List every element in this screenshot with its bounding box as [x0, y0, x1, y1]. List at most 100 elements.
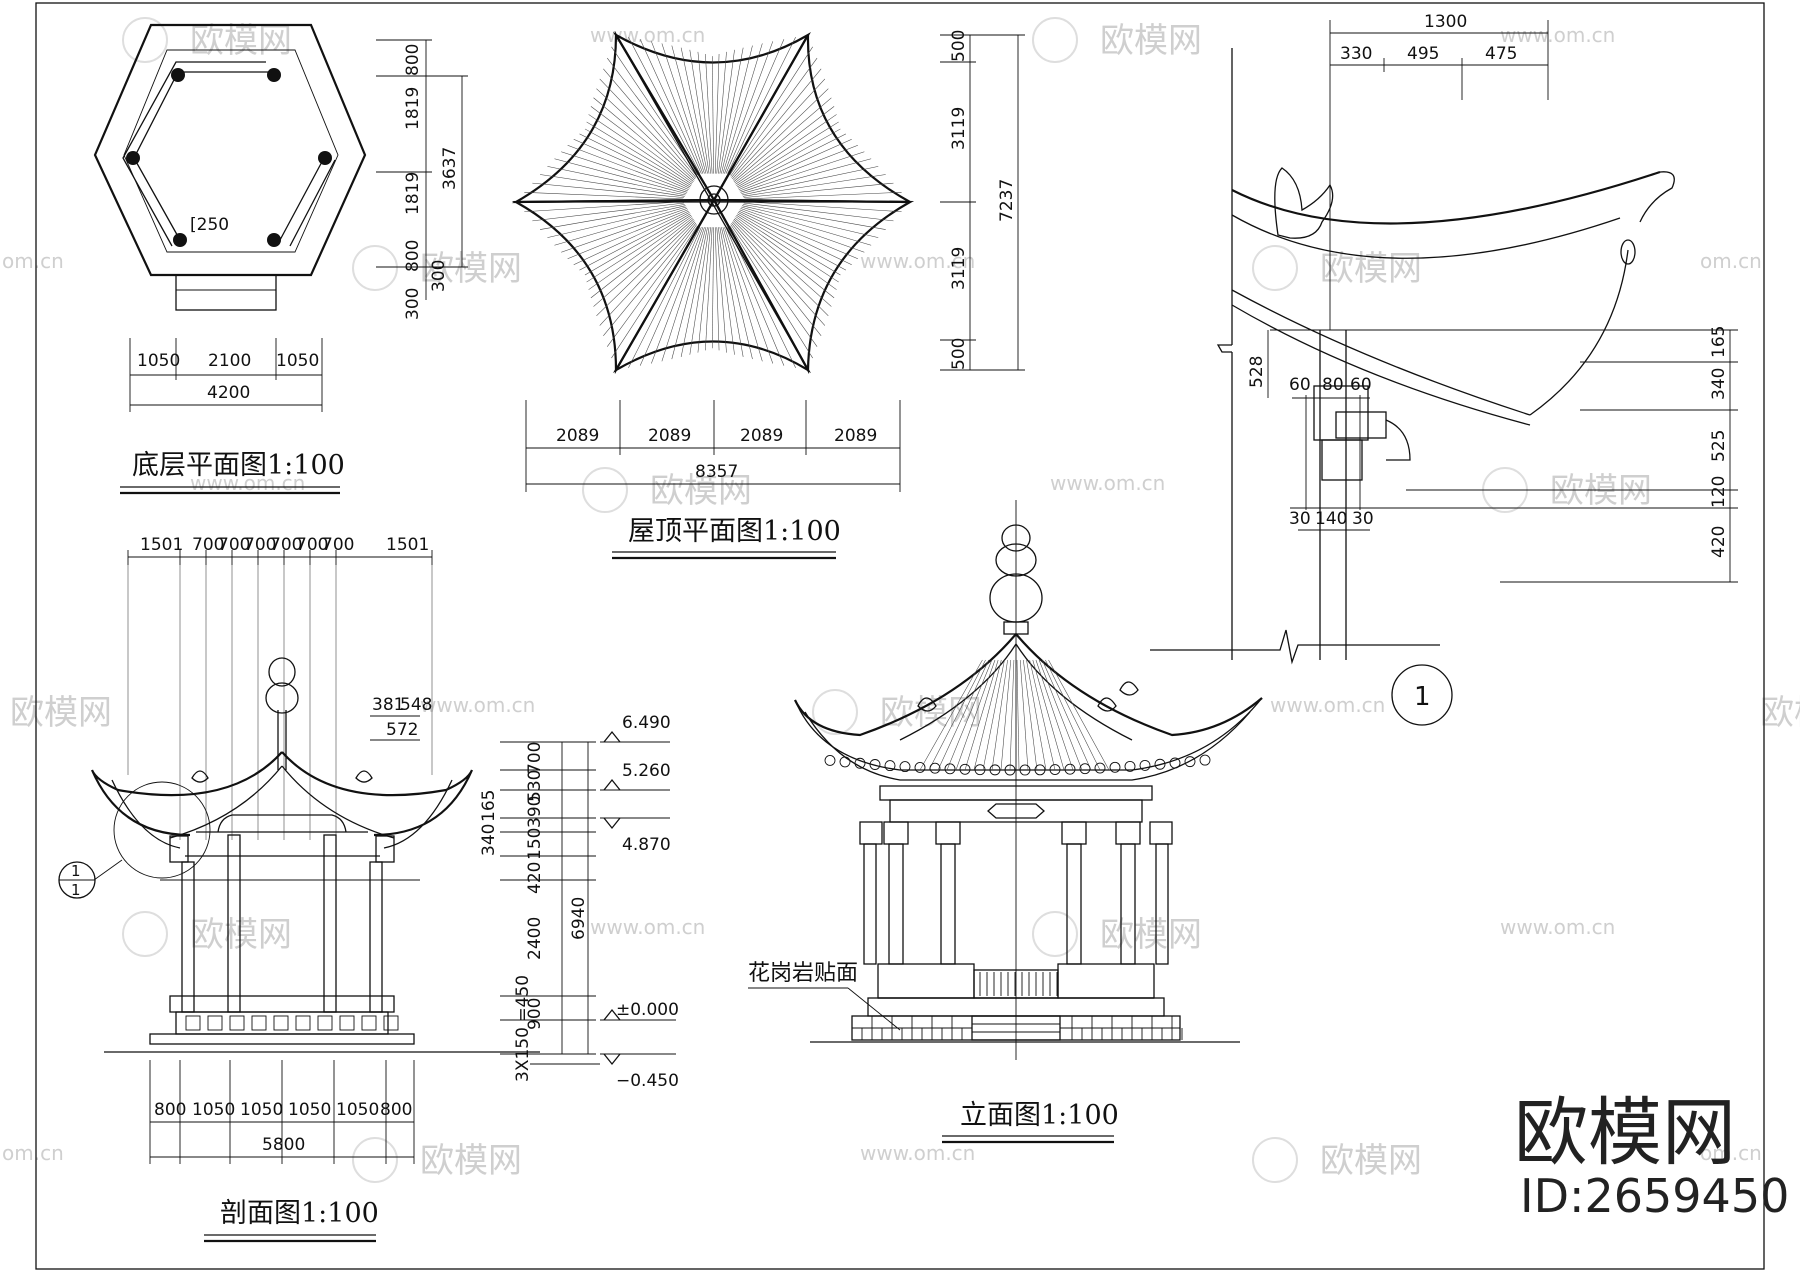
plan-bench-right-edge: [289, 159, 336, 247]
watermark-url: om.cn: [1700, 249, 1762, 273]
roof-tile-line: [738, 139, 852, 190]
watermark-logo: 欧模网: [1100, 915, 1202, 955]
watermark-logo-icon: [582, 467, 628, 513]
roof-tile-line: [628, 227, 701, 368]
bracket-block: [883, 821, 909, 845]
roof-dim-v-2: 3119: [949, 107, 969, 150]
eave-tile: [974, 764, 986, 776]
roof-tile-line: [1023, 659, 1038, 771]
roof-tile-line: [607, 224, 697, 347]
bracket-block: [859, 821, 883, 845]
plan-bench-left-edge: [122, 61, 266, 247]
section-ridge-ornament: [355, 770, 373, 783]
elevation-roof-right: [1015, 633, 1263, 737]
section-column: [323, 834, 337, 1013]
watermark-logo: 欧模网: [650, 471, 752, 511]
roof-dim-v-total: 7237: [997, 179, 1017, 222]
detail-dim-left: 528: [1247, 356, 1267, 388]
level-marker: −0.450: [600, 1053, 679, 1091]
plan-bench-left: [133, 71, 272, 241]
detail-dim-top-2: 495: [1407, 44, 1439, 64]
eave-tile: [914, 761, 926, 773]
detail-bracket: [1321, 439, 1363, 481]
plan-column: [171, 68, 185, 82]
plan-column-label: [250: [190, 215, 229, 235]
detail-dim-right-1: 165: [1709, 326, 1729, 358]
section-dim-bottom-4: 1050: [288, 1100, 331, 1120]
roof-tile-line: [716, 227, 727, 353]
section-dim-v-5: 340: [479, 824, 499, 856]
detail-dim-bottom-2: 140: [1315, 509, 1347, 529]
roof-tile-line: [724, 227, 774, 364]
section-dim-v-10: 3X150 =450: [513, 975, 533, 1082]
roof-tile-line: [719, 47, 744, 174]
roof-tile-line: [721, 45, 753, 174]
roof-tile-line: [729, 225, 813, 359]
section-roof-right-inner: [281, 765, 395, 839]
detail-dim-bottom-1: 30: [1289, 509, 1311, 529]
base-panel: [361, 1015, 377, 1031]
eave-tile: [1109, 761, 1121, 773]
roof-tile-line: [714, 53, 720, 174]
roof-tile-line: [743, 182, 894, 198]
roof-tile-line: [1016, 659, 1020, 771]
watermark-layer: 欧模网 欧模网 www.om.cn www.om.cn om.cn 欧模网 ww…: [2, 17, 1800, 1183]
level-value-5: −0.450: [616, 1071, 679, 1091]
bracket-block: [1149, 821, 1173, 845]
detail-eave-arc: [1529, 249, 1629, 416]
ground-plan-title: 底层平面图1:100: [132, 450, 345, 481]
roof-tile-line: [736, 121, 839, 186]
brand-stamp: 欧模网 ID:2659450: [1514, 1090, 1789, 1223]
plan-dim-h-1: 1050: [137, 351, 180, 371]
roof-tile-line: [1045, 659, 1101, 771]
level-marker: 4.870: [600, 817, 671, 855]
roof-tile-line: [1032, 659, 1065, 771]
base-panel: [251, 1015, 267, 1031]
roof-tile-line: [739, 144, 858, 192]
eave-tile: [1064, 763, 1076, 775]
watermark-url: www.om.cn: [590, 915, 705, 939]
section-dim-roof-2: 548: [400, 695, 432, 715]
section-dim-v-total: 6940: [569, 897, 589, 940]
section-finial: [268, 657, 296, 687]
roof-tile-line: [579, 212, 690, 271]
detail-marker-label: 1: [1414, 682, 1431, 712]
roof-tile-line: [711, 56, 714, 174]
watermark-url: www.om.cn: [420, 693, 535, 717]
roof-tile-line: [973, 659, 1002, 771]
roof-tile-line: [737, 212, 847, 271]
roof-tile-line: [982, 659, 1005, 771]
detail-eave-ornament: [1620, 239, 1636, 265]
detail-dim-mid-3: 60: [1350, 375, 1372, 395]
roof-tile-line: [946, 659, 993, 771]
section-dim-v-3: 390: [525, 796, 545, 828]
sheet-border: [35, 2, 1765, 1270]
roof-tile-line: [689, 227, 710, 355]
column: [888, 843, 904, 965]
roof-tile-line: [584, 213, 691, 276]
eave-detail: 1300 330 495 475 165 340 525 120 420 528…: [1150, 12, 1738, 726]
elevation-roof-ridge: [899, 643, 1017, 741]
detail-dim-mid-1: 60: [1289, 375, 1311, 395]
roof-tile-line: [697, 227, 711, 353]
roof-tile-line: [955, 659, 996, 771]
roof-tile-lines: [524, 36, 902, 368]
eave-tile: [929, 762, 941, 774]
detail-dim-top-3: 475: [1485, 44, 1517, 64]
section-dim-bottom-3: 1050: [240, 1100, 283, 1120]
elevation-railing-balusters: [979, 972, 1058, 996]
level-marker: 6.490: [600, 713, 671, 743]
eave-tile: [1079, 763, 1091, 775]
roof-tile-line: [719, 227, 744, 357]
roof-tile-line: [588, 216, 693, 290]
elevation-finial: [1001, 524, 1031, 552]
watermark-url: www.om.cn: [1500, 23, 1615, 47]
section-dim-bottom-total: 5800: [262, 1135, 305, 1155]
detail-roof-mid: [1231, 214, 1621, 259]
section-dim-bottom-2: 1050: [192, 1100, 235, 1120]
elevation-roof-left: [794, 633, 1017, 737]
detail-marker: [1391, 664, 1453, 726]
plan-dim-v-4: 800: [403, 240, 423, 272]
column: [1155, 843, 1169, 965]
